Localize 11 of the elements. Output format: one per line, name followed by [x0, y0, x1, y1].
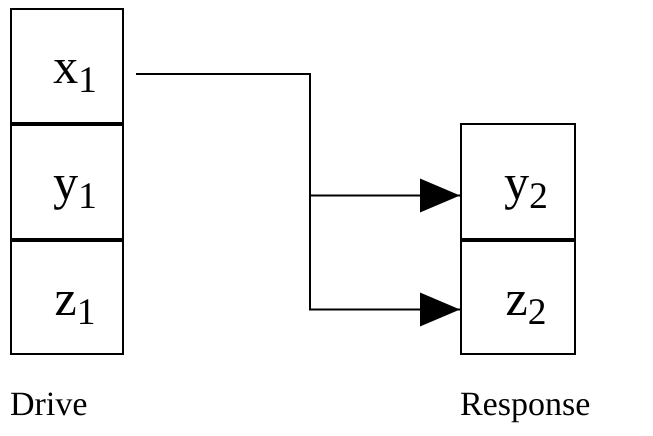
variable-label: z$_{2}$ [504, 272, 546, 322]
variable-box [460, 240, 576, 355]
variable-box [10, 124, 124, 240]
variable-box [10, 240, 124, 355]
variable-label: x$_{1}$ [52, 41, 97, 91]
variable-box [10, 8, 124, 124]
connector-arrow [136, 73, 460, 326]
group-caption: Response [460, 388, 590, 422]
group-caption: Drive [10, 388, 88, 422]
variable-box [460, 123, 576, 240]
variable-label: z$_{1}$ [54, 272, 96, 322]
